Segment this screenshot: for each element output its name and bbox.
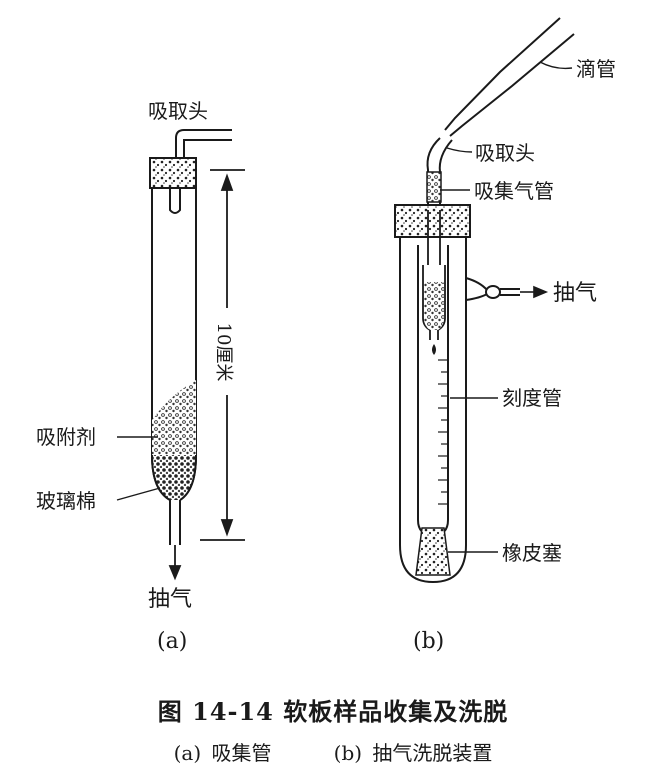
label-suction-head-b: 吸取头: [475, 141, 535, 165]
panel-label-a: (a): [157, 629, 187, 654]
leader-suction-head-b: [446, 147, 473, 153]
drop: [432, 344, 436, 355]
collector-tube-plug: [426, 171, 442, 203]
glass-wool-fill: [152, 455, 196, 500]
inner-adsorbent: [424, 282, 444, 330]
length-dimension: [200, 169, 245, 541]
leader-dropper: [539, 61, 573, 70]
stopper-b: [394, 204, 471, 238]
label-collector-tube: 吸集气管: [474, 179, 554, 203]
label-suction-head-a: 吸取头: [148, 99, 208, 123]
figure-caption-title: 图 14-14 软板样品收集及洗脱: [157, 697, 509, 726]
inner-collector-tube: [422, 210, 446, 340]
caption-sub-a: (a) 吸集管: [173, 741, 272, 765]
outer-vessel: [399, 237, 520, 584]
label-dropper: 滴管: [576, 57, 616, 81]
label-exhaust-a: 抽气: [148, 587, 192, 612]
figure-caption-sub: (a) 吸集管 (b) 抽气洗脱装置: [0, 737, 666, 766]
exhaust-arrow-a: [168, 545, 182, 581]
apparatus-diagram: 吸取头 10厘米 吸附剂 玻璃棉 抽气 (a): [36, 17, 616, 654]
caption-sub-b: (b) 抽气洗脱装置: [333, 741, 493, 765]
leader-glass-wool: [116, 487, 161, 501]
dropper: [444, 17, 575, 137]
label-glass-wool: 玻璃棉: [36, 489, 96, 513]
adsorbent-fill: [152, 380, 196, 455]
label-graduated-tube: 刻度管: [502, 386, 562, 410]
exhaust-arrow-b: [520, 285, 549, 299]
label-rubber-stopper: 橡皮塞: [502, 541, 562, 565]
stopper-a: [149, 157, 197, 189]
rubber-stopper: [415, 527, 451, 576]
label-exhaust-b: 抽气: [553, 281, 597, 306]
label-length: 10厘米: [213, 323, 234, 382]
graduation-marks: [438, 359, 448, 505]
label-adsorbent: 吸附剂: [36, 425, 96, 449]
panel-label-b: (b): [413, 629, 444, 654]
